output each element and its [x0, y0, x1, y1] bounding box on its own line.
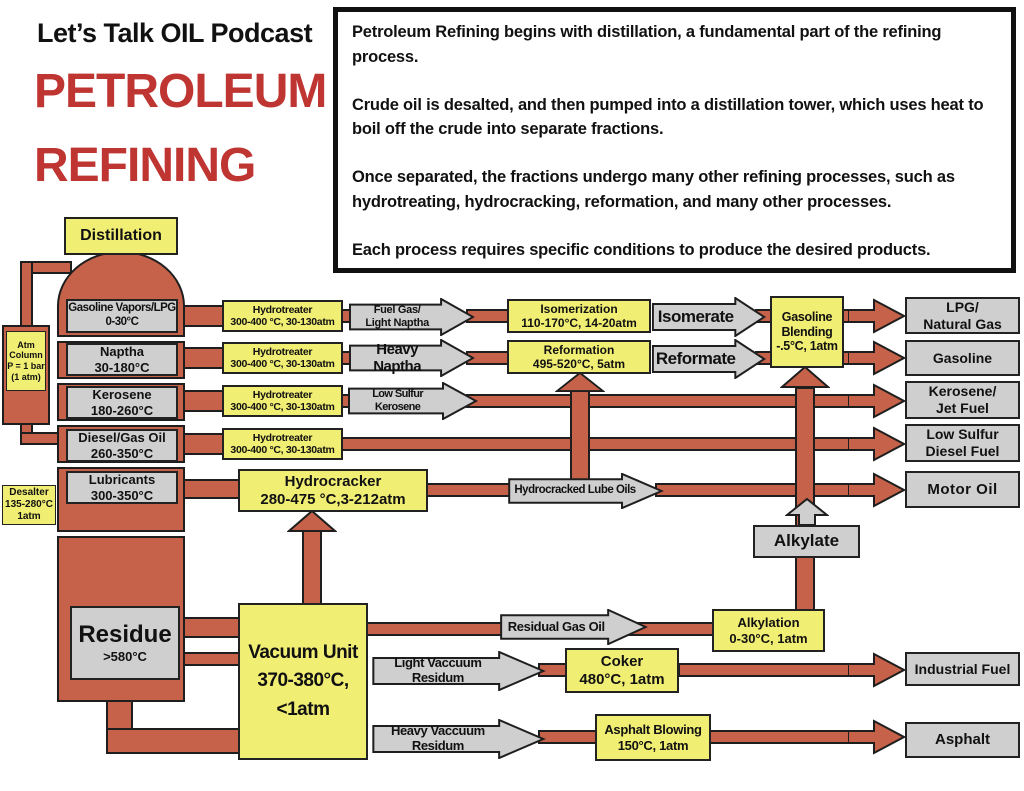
product-asphalt: Asphalt — [905, 722, 1020, 758]
pipe-residue-to-vacuum-1 — [183, 617, 240, 638]
process-reformation: Reformation 495-520°C, 5atm — [507, 340, 651, 374]
stream-light-vaccuum-residum-label: Light Vaccuum Residum — [394, 655, 482, 685]
residue-name: Residue — [78, 621, 172, 649]
pipe-tower-bottom-horizontal — [106, 728, 240, 754]
podcast-title: Let’s Talk OIL Podcast — [37, 18, 313, 48]
stream-reformate-label: Reformate — [655, 349, 736, 369]
stream-low-sulfur-kerosene-label: Low Sulfur Kerosene — [372, 388, 424, 413]
intro-paragraph-3: Once separated, the fractions undergo ma… — [352, 168, 955, 211]
stream-light-vaccuum-residum-arrow: Light Vaccuum Residum — [372, 651, 546, 691]
pipe-residue-to-vacuum-2 — [183, 652, 240, 666]
stream-isomerate-label: Isomerate — [657, 307, 734, 327]
distillation-label: Distillation — [64, 217, 178, 255]
product-low-sulfur-diesel: Low Sulfur Diesel Fuel — [905, 424, 1020, 462]
alkylate-up-arrow-icon — [784, 497, 830, 526]
fraction-residue: Residue >580°C — [70, 606, 180, 680]
fraction-naptha: Naptha 30-180°C — [66, 343, 178, 376]
atm-column-label: Atm Column P = 1 bar (1 atm) — [6, 331, 46, 391]
stream-heavy-naptha-label: Heavy Naptha — [373, 340, 422, 375]
pipe-stub-hydrocracker — [183, 479, 241, 499]
pipe-lube-line — [655, 483, 868, 497]
product-motor-oil: Motor Oil — [905, 471, 1020, 508]
arrow-to-kerosene-jet-icon — [847, 383, 907, 424]
pipe-stub-row3 — [183, 390, 226, 412]
process-isomerization: Isomerization 110-170°C, 14-20atm — [507, 299, 651, 333]
process-hydrotreater-4: Hydrotreater 300-400 °C, 30-130atm — [222, 428, 343, 460]
arrow-to-gasoline-icon — [847, 340, 907, 381]
pipe-residual-gas-oil-1 — [366, 622, 506, 636]
pipe-stub-row4 — [183, 433, 226, 455]
arrow-to-motor-oil-icon — [847, 472, 907, 513]
up-arrow-into-reformation-icon — [554, 371, 606, 392]
stream-residual-gas-oil-arrow: Residual Gas Oil — [500, 609, 648, 645]
process-hydrotreater-1: Hydrotreater 300-400 °C, 30-130atm — [222, 300, 343, 332]
pipe-hydrocracker-out — [426, 483, 516, 497]
arrow-to-diesel-fuel-icon — [847, 426, 907, 467]
stream-reformate-arrow: Reformate — [652, 339, 766, 379]
intro-text-box: Petroleum Refining begins with distillat… — [333, 7, 1016, 273]
pipe-stub-row2 — [183, 347, 226, 369]
stream-hydrocracked-lube-oils-label: Hydrocracked Lube Oils — [514, 484, 636, 497]
stream-heavy-vaccuum-residum-arrow: Heavy Vaccuum Residum — [372, 719, 546, 759]
stream-heavy-naptha-arrow: Heavy Naptha — [349, 339, 475, 377]
stream-fuel-gas-label: Fuel Gas/ Light Naptha — [365, 304, 429, 329]
residue-temp: >580°C — [103, 649, 147, 665]
pipe-to-asphalt-blowing — [538, 730, 598, 744]
product-lpg: LPG/ Natural Gas — [905, 297, 1020, 334]
process-coker: Coker 480°C, 1atm — [565, 648, 679, 693]
page-title-line1: PETROLEUM — [34, 65, 327, 118]
process-gasoline-blending: Gasoline Blending -.5°C, 1atm — [770, 296, 844, 368]
arrow-to-industrial-fuel-icon — [847, 652, 907, 693]
fraction-diesel: Diesel/Gas Oil 260-350°C — [66, 429, 178, 462]
process-hydrotreater-2: Hydrotreater 300-400 °C, 30-130atm — [222, 342, 343, 374]
intro-paragraph-4: Each process requires specific condition… — [352, 240, 931, 259]
product-gasoline: Gasoline — [905, 340, 1020, 376]
stream-alkylate-box: Alkylate — [753, 525, 860, 558]
page-title-line2: REFINING — [34, 139, 256, 192]
intro-paragraph-1: Petroleum Refining begins with distillat… — [352, 23, 942, 66]
stream-isomerate-arrow: Isomerate — [652, 297, 766, 337]
process-hydrotreater-3: Hydrotreater 300-400 °C, 30-130atm — [222, 385, 343, 417]
stream-residual-gas-oil-label: Residual Gas Oil — [507, 618, 605, 634]
up-arrow-into-hydrocracker-icon — [286, 509, 338, 532]
up-arrow-into-blending-icon — [779, 365, 831, 388]
process-alkylation: Alkylation 0-30°C, 1atm — [712, 609, 825, 652]
pipe-asphalt-out — [709, 730, 868, 744]
stream-fuel-gas-arrow: Fuel Gas/ Light Naptha — [349, 298, 475, 336]
pipe-coker-out — [678, 663, 868, 677]
stream-low-sulfur-kerosene-arrow: Low Sulfur Kerosene — [348, 382, 478, 420]
stream-heavy-vaccuum-residum-label: Heavy Vaccuum Residum — [390, 723, 485, 753]
pipe-diesel-line — [338, 437, 868, 451]
process-hydrocracker: Hydrocracker 280-475 °C,3-212atm — [238, 469, 428, 512]
product-kerosene-jet: Kerosene/ Jet Fuel — [905, 381, 1020, 419]
product-industrial-fuel: Industrial Fuel — [905, 652, 1020, 686]
arrow-to-lpg-icon — [847, 298, 907, 339]
stream-hydrocracked-lube-oils-arrow: Hydrocracked Lube Oils — [508, 473, 664, 509]
intro-paragraph-2: Crude oil is desalted, and then pumped i… — [352, 95, 984, 139]
fraction-kerosene: Kerosene 180-260°C — [66, 386, 178, 419]
arrow-to-asphalt-icon — [847, 719, 907, 760]
pipe-stub-row1 — [183, 305, 226, 327]
desalter-label: Desalter 135-280°C 1atm — [2, 485, 56, 525]
pipe-riser-hydrocracker — [302, 528, 322, 606]
process-vacuum-unit: Vacuum Unit 370-380°C, <1atm — [238, 603, 368, 760]
process-asphalt-blowing: Asphalt Blowing 150°C, 1atm — [595, 714, 711, 761]
fraction-lubricants: Lubricants 300-350°C — [66, 471, 178, 504]
fraction-gasoline-vapors: Gasoline Vapors/LPG 0-30°C — [66, 299, 178, 333]
